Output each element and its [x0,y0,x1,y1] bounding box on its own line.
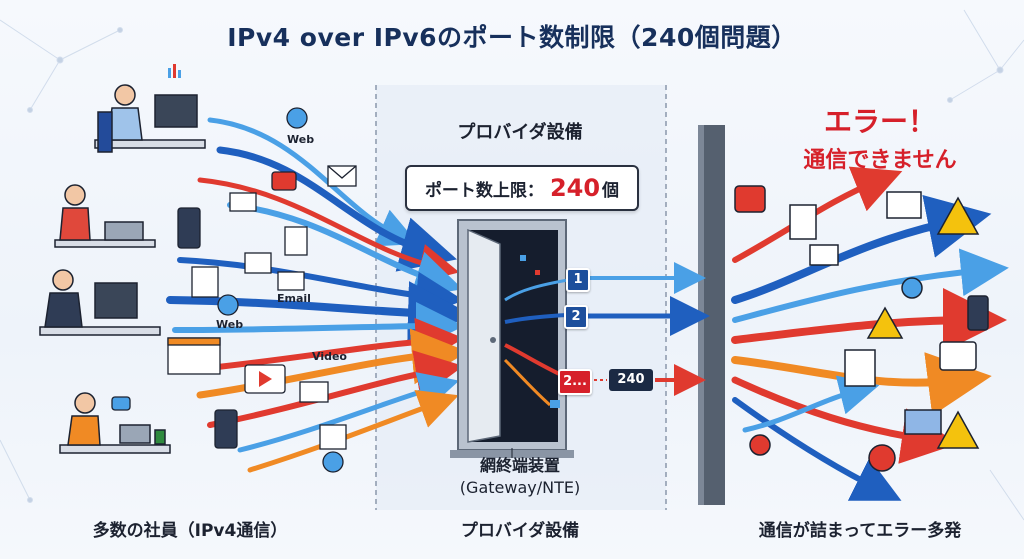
smartphone-icon [967,295,989,331]
congestion-caption: 通信が詰まってエラー多発 [758,521,962,541]
web-globe-icon [901,277,923,299]
port-2-box: 2 [564,305,588,329]
error-x-icon [734,185,766,213]
blocking-wall [703,125,725,505]
at-sign-icon [319,424,347,450]
document-icon [844,349,876,387]
port-limit-value: 240 [549,174,601,202]
error-x-icon [749,434,771,456]
network-mesh-decoration [0,9,1024,521]
email-icon [277,271,305,291]
email-icon [327,165,357,187]
port-arrows [588,262,710,396]
worker-group [39,84,206,454]
chat-bubble-icon [111,396,131,411]
warning-icon [866,306,904,339]
incoming-traffic-arrows [166,117,472,473]
email-icon [244,252,272,274]
gateway-label: 網終端装置 (Gateway/NTE) [400,455,640,499]
gateway-door [450,219,574,458]
tag-email: Email [277,292,311,305]
gateway-subname: (Gateway/NTE) [459,478,581,497]
web-globe-icon [286,107,308,129]
error-heading: エラー！ [823,105,936,138]
tag-web: Web [287,133,315,146]
page-title: IPv4 over IPv6のポート数制限（240個問題） [227,23,797,52]
traffic-icons [111,64,357,473]
port-240-box: 240 [609,369,653,391]
smartphone-icon [214,409,238,449]
video-play-icon [939,341,977,371]
email-icon [229,192,257,212]
web-globe-icon [217,294,239,316]
laptop-icon [904,409,942,435]
smartphone-icon [177,207,201,249]
document-icon [284,226,308,256]
chart-icon [168,68,171,78]
warning-icon [936,196,980,235]
tag-web-2: Web [216,318,244,331]
employees-caption: 多数の社員（IPv4通信） [92,521,288,541]
warning-icon [936,410,980,449]
error-x-icon [868,444,896,472]
provider-caption: プロバイダ設備 [460,521,580,541]
web-globe-icon [322,451,344,473]
monitor-icon [886,191,922,219]
port-limit-unit: 個 [602,180,620,201]
port-limit-sign: ポート数上限： 240 個 [405,165,639,211]
error-subheading: 通信できません [803,148,957,173]
video-play-icon [271,171,297,191]
document-icon [789,204,817,240]
email-icon [809,244,839,266]
port-limit-label: ポート数上限： [424,180,544,201]
document-icon [191,266,219,298]
tag-video: Video [312,350,347,363]
provider-heading: プロバイダ設備 [457,122,583,143]
port-1-box: 1 [566,268,590,292]
port-overflow-box: 2... [558,369,592,395]
error-icons [734,185,989,472]
gateway-name: 網終端装置 [479,456,560,475]
email-icon [299,381,329,403]
